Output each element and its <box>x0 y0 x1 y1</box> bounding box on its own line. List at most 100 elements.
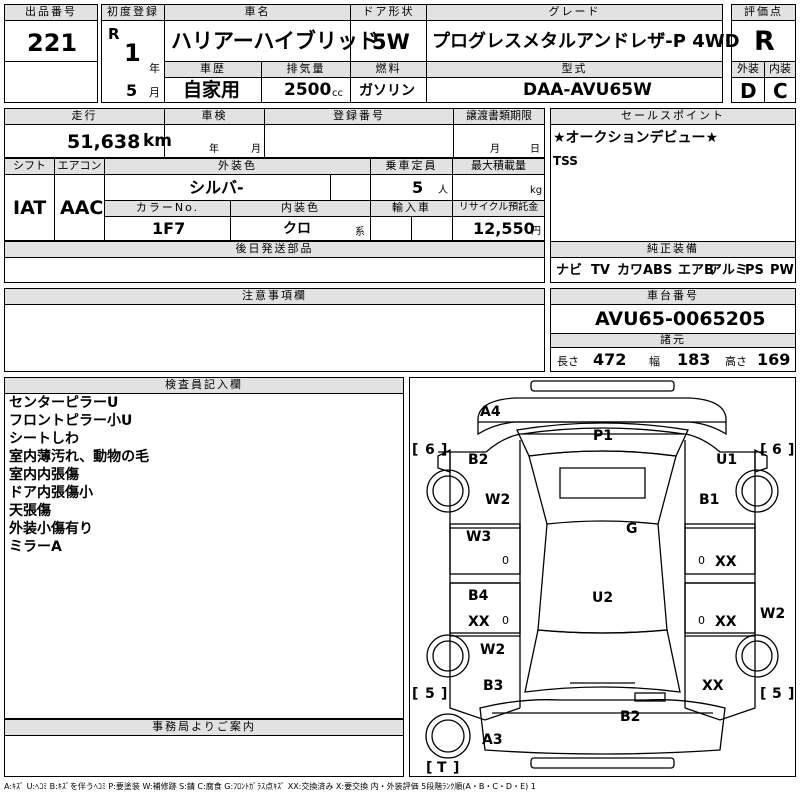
equipment-abs: ABS <box>643 263 673 278</box>
interior-color-unit: 系 <box>355 227 365 238</box>
mileage-cell: 51,638 km <box>4 124 172 158</box>
sales-point-line-1: ★オークションデビュー★ <box>553 130 719 146</box>
mark-a3: A3 <box>482 732 503 748</box>
notes-header: 注意事項欄 <box>4 288 545 305</box>
cabin-front-shape <box>528 450 677 525</box>
mark-xx-left: XX <box>468 614 490 630</box>
color-number-cell: 1F7 <box>104 216 231 241</box>
first-registration-header: 初度登録 <box>101 4 165 21</box>
exterior-color-cell: シルバ- <box>104 174 331 201</box>
displacement-unit: cc <box>332 88 343 99</box>
inspection-cell: 年 月 <box>164 124 265 158</box>
height-value: 169 <box>757 350 791 369</box>
spare-bracket-close: ] <box>453 760 459 776</box>
right-front-door-shape <box>684 523 756 575</box>
equipment-cell: ナビ TV カワ ABS エアB アルミ PS PW <box>550 257 796 283</box>
roof-shape <box>537 523 668 634</box>
aircon-header: エアコン <box>54 158 105 175</box>
mark-xx-rear-right: XX <box>702 678 724 694</box>
import-header: 輸入車 <box>370 200 453 217</box>
inspector-line: 室内内張傷 <box>9 467 79 483</box>
inspector-line: 天張傷 <box>9 503 51 519</box>
recycle-unit: 円 <box>531 226 541 237</box>
front-left-wheel-inner <box>432 475 464 507</box>
interior-grade-header: 内装 <box>764 61 796 78</box>
mark-u2: U2 <box>592 590 613 606</box>
left-rear-door-shape <box>449 582 521 634</box>
mark-b3: B3 <box>483 678 503 694</box>
right-body-line <box>684 452 756 721</box>
reg-year: 1 <box>124 39 141 67</box>
mark-p1: P1 <box>593 428 613 444</box>
front-bumper-shape <box>530 380 675 392</box>
type-value: DAA-AVU65W <box>523 80 652 100</box>
inspection-header: 車検 <box>164 108 265 125</box>
mileage-value: 51,638 <box>67 131 141 153</box>
transfer-month-unit: 月 <box>490 144 500 155</box>
rear-hatch-shape <box>479 699 726 755</box>
interior-panel-shape <box>559 467 646 499</box>
recycle-value: 12,550 <box>473 219 535 238</box>
reg-year-unit: 年 <box>149 62 160 75</box>
mark-b1: B1 <box>699 492 719 508</box>
exterior-color-value: シルバ- <box>189 178 244 197</box>
mark-a4: A4 <box>480 404 501 420</box>
first-registration-cell: R 1 年 5 月 <box>101 20 165 103</box>
equipment-ps: PS <box>745 263 764 278</box>
notes-cell <box>4 304 545 372</box>
rear-bumper-shape <box>530 757 675 769</box>
left-body-line <box>449 452 521 721</box>
tire-spare: T <box>437 760 447 776</box>
exterior-grade-cell: D <box>731 77 765 103</box>
inspector-line: 外装小傷有り <box>9 521 93 537</box>
model-name: ハリアーハイブリッド <box>171 29 379 53</box>
lot-number-header: 出品番号 <box>4 4 98 21</box>
spare-tire-inner <box>431 719 465 753</box>
inspection-year-unit: 年 <box>209 144 219 155</box>
shift-value: IAT <box>13 197 47 219</box>
mark-xx-right-upper: XX <box>715 554 737 570</box>
max-load-unit: kg <box>530 185 543 196</box>
rear-right-wheel-inner <box>741 640 773 672</box>
inspector-header: 検査員記入欄 <box>4 377 404 394</box>
mark-b2-rear: B2 <box>620 709 640 725</box>
equipment-airbag: エアB <box>678 263 714 278</box>
inspector-line: ミラーA <box>9 539 62 555</box>
mark-g: G <box>626 521 638 537</box>
upper-body-line <box>438 433 767 453</box>
exterior-grade-header: 外装 <box>731 61 765 78</box>
length-value: 472 <box>593 350 627 369</box>
color-number-header: カラーNo. <box>104 200 231 217</box>
right-mirror-shape <box>754 448 768 473</box>
mileage-header: 走行 <box>4 108 165 125</box>
score-value: R <box>754 26 775 57</box>
height-label: 高さ <box>725 355 747 368</box>
front-left-wheel-shape <box>426 469 470 513</box>
equipment-header: 純正装備 <box>550 241 796 258</box>
interior-color-cell: クロ 系 <box>230 216 371 241</box>
recycle-cell: 12,550 円 <box>452 216 545 241</box>
import-cell-a <box>370 216 412 241</box>
doors-cell: 5W <box>350 20 427 62</box>
mark-w2-right: W2 <box>760 606 785 622</box>
lot-number-cell: 221 <box>4 20 98 62</box>
tire-fl: 6 <box>425 442 435 458</box>
sales-point-line-2: TSS <box>553 154 578 168</box>
tire-bracket-rl: [ <box>412 686 418 702</box>
tire-bracket-fl: [ <box>412 442 418 458</box>
lot-blank-cell <box>4 61 98 103</box>
mark-b2-left: B2 <box>468 452 488 468</box>
aircon-value: AAC <box>60 197 104 219</box>
transfer-deadline-header: 譲渡書類期限 <box>453 108 545 125</box>
history-cell: 自家用 <box>164 77 262 103</box>
doors-header: ドア形状 <box>350 4 427 21</box>
score-header: 評価点 <box>731 4 796 21</box>
office-header: 事務局よりご案内 <box>4 719 404 736</box>
width-label: 幅 <box>649 355 660 368</box>
tire-rr: 5 <box>772 686 782 702</box>
type-header: 型式 <box>426 61 723 78</box>
model-cell: ハリアーハイブリッド <box>164 20 379 62</box>
equipment-leather: カワ <box>617 263 644 278</box>
tire-fr: 6 <box>772 442 782 458</box>
inspector-notes: センターピラーU フロントピラー小U シートしわ 室内薄汚れ、動物の毛 室内内張… <box>4 393 404 719</box>
